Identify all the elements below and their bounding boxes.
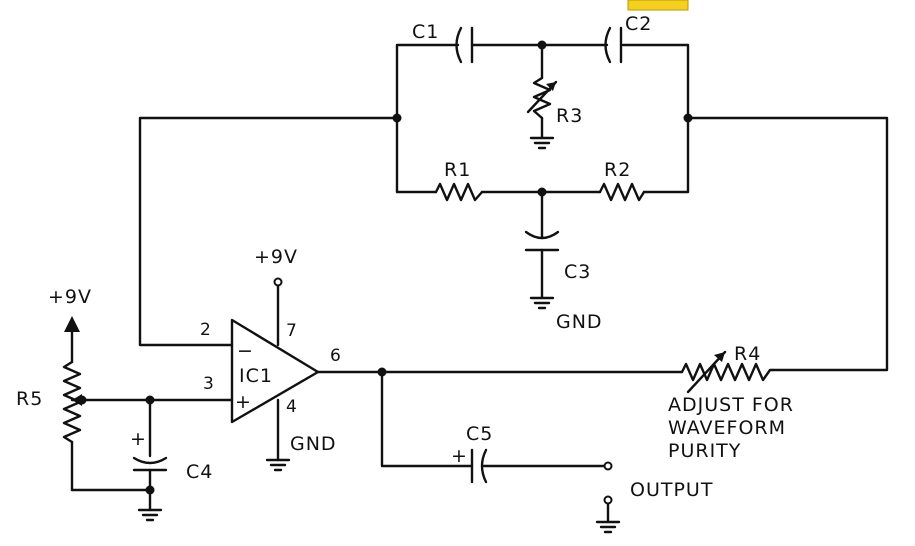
supply-arrow-r5 <box>64 316 80 332</box>
capacitor-c2 <box>604 26 623 64</box>
label-adjust-line1: ADJUST FOR <box>668 394 794 416</box>
label-supply-ic: +9V <box>254 246 298 268</box>
capacitor-c5 <box>470 448 488 484</box>
highlight-mark <box>627 0 689 11</box>
label-r2: R2 <box>604 159 631 181</box>
ground-r3-icon <box>529 136 555 150</box>
label-pin2: 2 <box>200 320 211 340</box>
resistor-r4-variable <box>680 350 775 394</box>
labels: C1 C2 R3 R1 R2 C3 GND +9V +9V R5 C4 + IC… <box>16 13 794 501</box>
label-plus: + <box>235 391 252 413</box>
label-r1: R1 <box>444 159 471 181</box>
label-pin7: 7 <box>286 321 297 341</box>
label-supply-r5: +9V <box>48 286 92 308</box>
capacitor-c4 <box>132 456 168 472</box>
label-ic1: IC1 <box>239 365 273 387</box>
label-adjust-line2: WAVEFORM <box>668 417 786 439</box>
label-gnd-c3: GND <box>556 311 603 333</box>
resistor-r3-variable <box>526 76 558 120</box>
label-r5: R5 <box>16 388 43 410</box>
junction-dots <box>77 40 693 495</box>
label-c1: C1 <box>412 21 439 43</box>
ground-output-icon <box>595 520 621 534</box>
ground-ic-icon <box>265 458 291 472</box>
label-c3: C3 <box>564 261 591 283</box>
label-c5-plus: + <box>451 445 468 467</box>
label-c5: C5 <box>466 423 493 445</box>
label-minus: − <box>237 340 254 362</box>
label-c4: C4 <box>186 461 213 483</box>
output-terminals <box>603 461 613 505</box>
capacitor-c3 <box>524 230 560 252</box>
label-gnd-ic: GND <box>290 433 337 455</box>
label-output: OUTPUT <box>630 479 713 501</box>
op-amp-ic1 <box>230 318 320 424</box>
label-pin6: 6 <box>330 346 341 366</box>
label-c4-plus: + <box>130 428 147 450</box>
label-r3: R3 <box>556 105 583 127</box>
ground-c3-icon <box>529 296 555 310</box>
ground-c4-icon <box>137 508 163 522</box>
wires <box>70 43 889 524</box>
label-pin3: 3 <box>203 374 214 394</box>
resistor-r1 <box>434 182 484 202</box>
resistor-r2 <box>598 182 646 202</box>
label-c2: C2 <box>625 13 652 35</box>
capacitor-c1 <box>455 26 474 64</box>
label-r4: R4 <box>734 343 761 365</box>
supply-terminal-ic <box>273 277 283 287</box>
potentiometer-r5 <box>62 360 84 444</box>
label-pin4: 4 <box>286 397 297 417</box>
label-adjust-line3: PURITY <box>668 440 741 462</box>
